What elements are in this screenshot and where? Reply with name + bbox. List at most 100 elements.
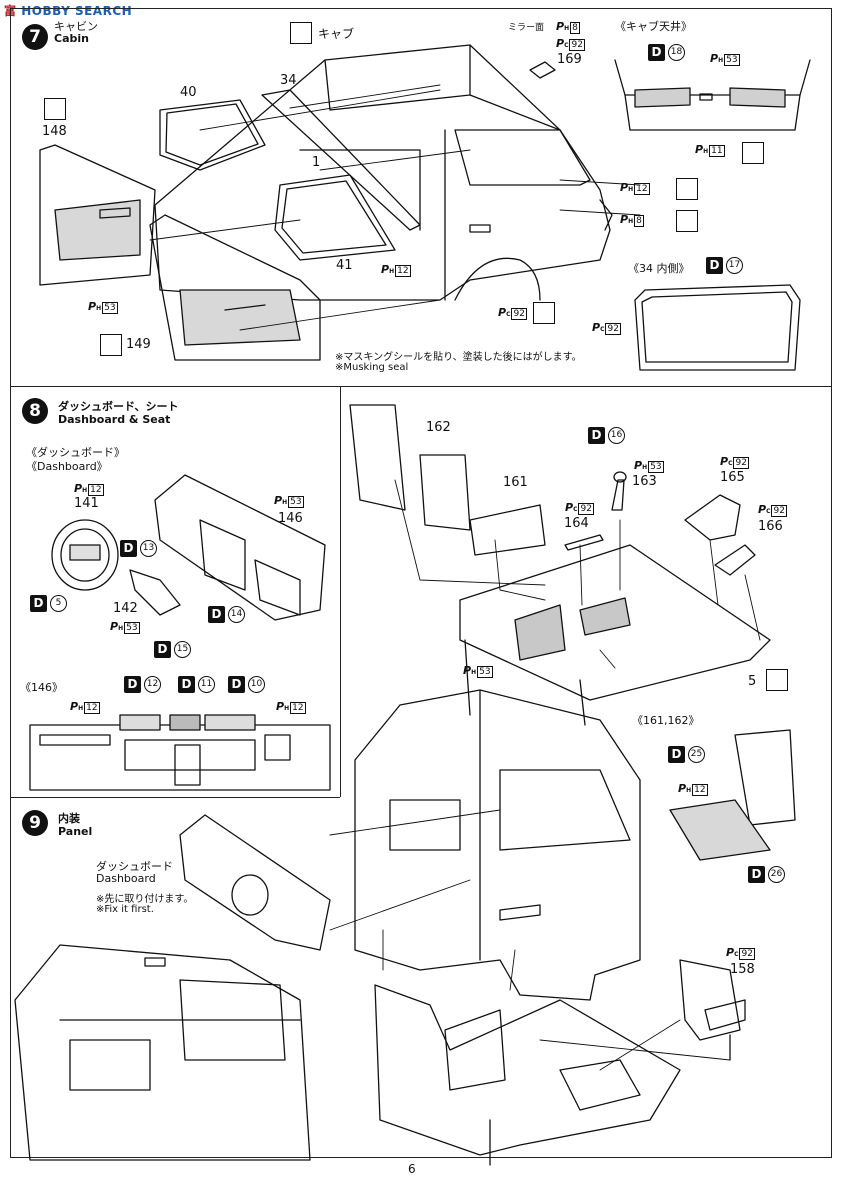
fix-first-en: ※Fix it first. — [96, 904, 154, 915]
step8-number: 8 — [22, 398, 48, 424]
windshield-34-inside-drawing — [634, 284, 801, 371]
step9-number: 9 — [22, 810, 48, 836]
cab-label: キャブ — [318, 27, 355, 41]
step9-title-en: Panel — [58, 825, 93, 838]
cab-roof-detail-drawing — [614, 59, 811, 131]
cement-icon — [290, 22, 312, 44]
part-5: 5 — [748, 674, 757, 689]
masking-note-jp: ※マスキングシールを貼り、塗装した後にはがします。 — [335, 352, 582, 363]
dashboard-sub-en: 《Dashboard》 — [26, 460, 108, 473]
page-frame — [10, 8, 832, 1158]
cement-icon-148 — [44, 98, 66, 120]
part-142: 142 — [113, 601, 138, 616]
cement-icon-roof — [742, 142, 764, 164]
cement-icon-r2 — [676, 210, 698, 232]
assembled-cab-drawing — [14, 944, 311, 1161]
dash-note-en: Dashboard — [96, 872, 156, 885]
part-1: 1 — [312, 155, 321, 170]
cement-icon-floor — [766, 669, 788, 691]
part-166: 166 — [758, 519, 783, 534]
window-40-drawing — [159, 99, 266, 171]
part-162: 162 — [426, 420, 451, 435]
steering-wheel-141-drawing — [51, 519, 119, 591]
pedal-158-drawing — [679, 959, 746, 1061]
part-163: 163 — [632, 474, 657, 489]
pillar-34-drawing — [261, 89, 421, 231]
roof-label: 《キャブ天井》 — [615, 20, 692, 33]
lever-164-drawing — [564, 534, 604, 551]
door-148-drawing — [39, 144, 156, 286]
dashboard-146-drawing — [154, 474, 326, 621]
inside34-label: 《34 内側》 — [628, 262, 690, 275]
step7-title-jp: キャビン — [54, 20, 98, 33]
step9-title-jp: 内装 — [58, 812, 80, 825]
part-164: 164 — [564, 516, 589, 531]
seats-161-162-drawing — [349, 404, 546, 556]
detail146-label: 《146》 — [20, 681, 63, 694]
part-34: 34 — [280, 73, 297, 88]
leader-lines — [149, 84, 761, 1071]
step8-title-jp: ダッシュボード、シート — [58, 400, 179, 413]
door-149-drawing — [149, 214, 321, 361]
divider-step8-9 — [10, 797, 340, 798]
fix-first-jp: ※先に取り付けます。 — [96, 894, 194, 905]
part-161: 161 — [503, 475, 528, 490]
cement-icon-149 — [100, 334, 122, 356]
cement-icon-body — [533, 302, 555, 324]
part-146: 146 — [278, 511, 303, 526]
part-149: 149 — [126, 337, 151, 352]
cab-shell-step9-drawing — [354, 689, 641, 1001]
step8-title-en: Dashboard & Seat — [58, 413, 171, 426]
divider-vertical — [340, 386, 341, 797]
part-40: 40 — [180, 85, 197, 100]
part-169: 169 — [557, 52, 582, 67]
dash-note-jp: ダッシュボード — [96, 860, 173, 873]
dashboard-step9-drawing — [179, 814, 331, 951]
dashboard-sub-jp: 《ダッシュボード》 — [26, 446, 125, 459]
cab-body-drawing — [154, 44, 613, 301]
masking-note-en: ※Musking seal — [335, 362, 409, 373]
floor-step9-drawing — [374, 984, 681, 1166]
divider-step7-8 — [10, 386, 832, 387]
page-number: 6 — [408, 1162, 416, 1176]
shift-lever-163-drawing — [611, 471, 627, 511]
cement-icon-r1 — [676, 178, 698, 200]
part-141: 141 — [74, 496, 99, 511]
seat-detail-drawing — [669, 729, 796, 861]
step7-title-en: Cabin — [54, 32, 89, 45]
mirror-label: ミラー面 — [508, 23, 545, 33]
detail161-label: 《161,162》 — [632, 714, 700, 727]
mirror-169-drawing — [529, 61, 556, 79]
